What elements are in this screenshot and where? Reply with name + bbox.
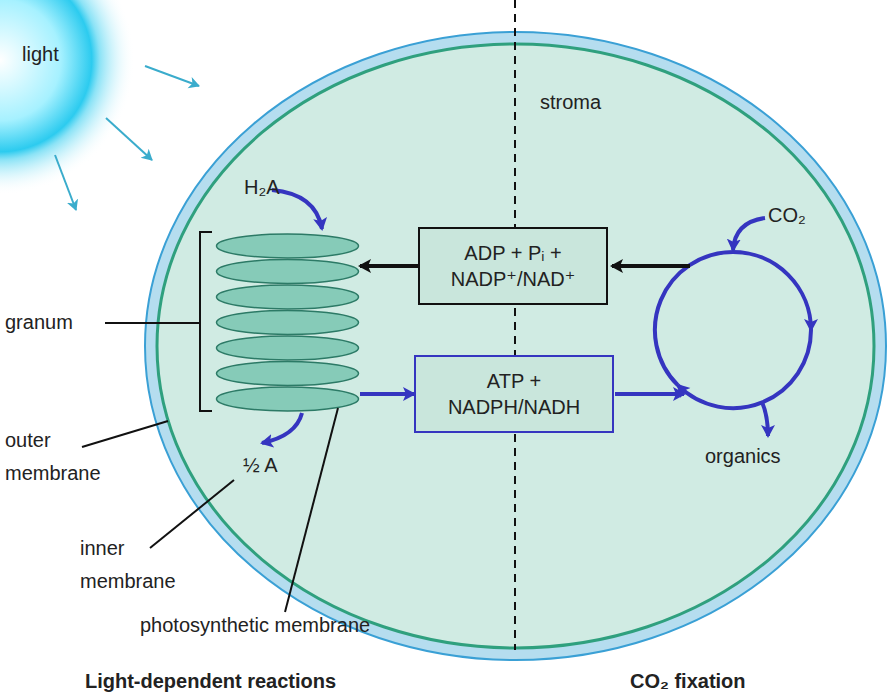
thylakoid-disc xyxy=(217,336,359,360)
section-heading: CO₂ fixation xyxy=(630,665,830,698)
part-label: inner membrane xyxy=(80,532,190,598)
box-text: ADP + Pᵢ + NADP⁺/NAD⁺ xyxy=(433,240,593,292)
product-box: ATP + NADPH/NADH xyxy=(414,355,614,433)
chloroplast: stroma granum ADP + Pᵢ + NADP⁺/NAD⁺ ATP + N… xyxy=(143,30,888,662)
thylakoid-disc xyxy=(217,387,359,411)
part-label: CO₂ xyxy=(768,199,838,232)
region-label: granum xyxy=(5,310,73,334)
thylakoid-disc xyxy=(217,285,359,309)
part-label: ½ A xyxy=(243,449,303,482)
part-label: outer membrane xyxy=(5,424,115,490)
inner-membrane xyxy=(157,44,874,648)
light-ray xyxy=(106,118,152,160)
part-label: organics xyxy=(705,440,825,473)
divider-line xyxy=(514,0,516,650)
thylakoid-disc xyxy=(217,234,359,258)
light-ray xyxy=(55,155,76,210)
part-label: light xyxy=(22,38,112,71)
light-ray xyxy=(145,66,199,86)
thylakoid-disc xyxy=(217,362,359,386)
box-text: ATP + NADPH/NADH xyxy=(444,368,584,420)
light-source xyxy=(0,0,135,195)
granum-outline xyxy=(215,232,360,412)
part-label: photosynthetic membrane xyxy=(140,609,460,642)
reactant-box: ADP + Pᵢ + NADP⁺/NAD⁺ xyxy=(418,227,608,305)
leader-line xyxy=(82,421,168,447)
part-label: H₂A xyxy=(244,171,304,204)
section-heading: Light-dependent reactions xyxy=(85,665,425,698)
thylakoid-disc xyxy=(217,260,359,284)
region-label: stroma xyxy=(540,90,601,114)
granum-stack: granum xyxy=(215,232,360,412)
thylakoid-disc xyxy=(217,311,359,335)
